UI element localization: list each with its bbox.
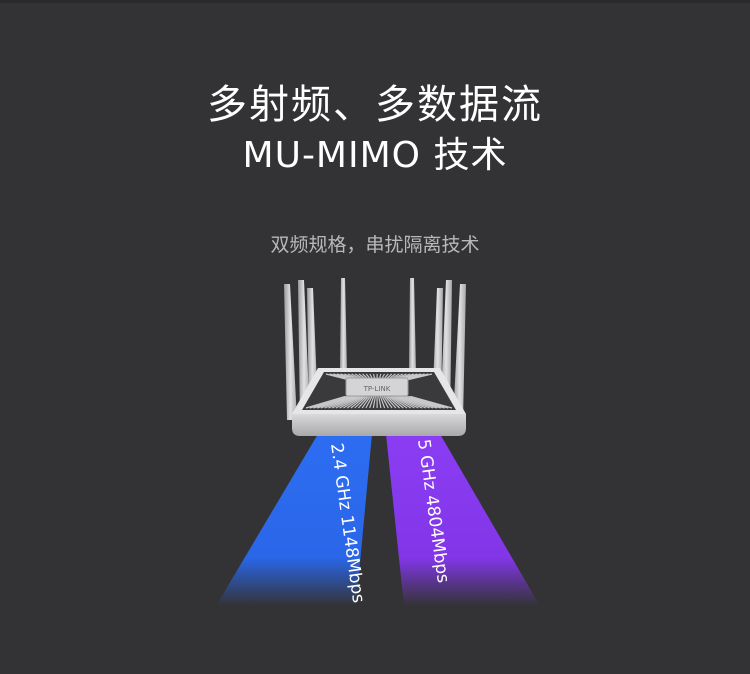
headline-line-1: 多射频、多数据流 — [207, 82, 543, 128]
router-illustration: TP-LINK 2.4 GHz 1148Mbps 5 GHz 4804Mbps — [216, 278, 540, 606]
beam-5g — [386, 434, 540, 606]
router-body: TP-LINK — [292, 368, 466, 436]
router-logo: TP-LINK — [363, 385, 391, 393]
feature-subtitle: 双频规格，串扰隔离技术 — [270, 234, 480, 256]
top-edge-strip — [0, 0, 750, 3]
beam-2g — [216, 434, 372, 606]
headline-line-2: MU-MIMO 技术 — [242, 135, 508, 176]
